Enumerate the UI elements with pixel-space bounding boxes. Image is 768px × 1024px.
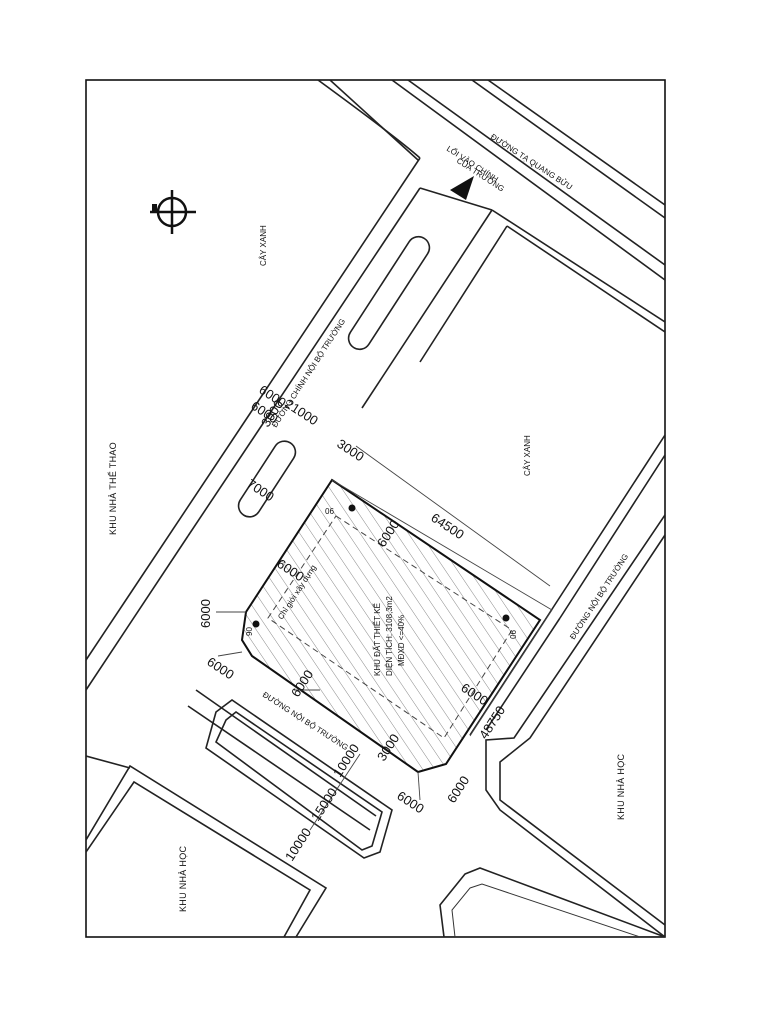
dim-6000-d: 6000 [198, 599, 213, 628]
block-khu-nha-hoc-right [485, 514, 665, 937]
label-khu-nha-the-thao: KHU NHÀ THỂ THAO [107, 442, 118, 535]
road-island-lower [237, 440, 297, 518]
label-site-2: DIỆN TÍCH: 3108,3m2 [385, 596, 394, 676]
dim-64500: 64500 [428, 510, 466, 542]
north-arrow-icon [150, 190, 196, 234]
block-bottom-right [439, 867, 665, 937]
dim-7000: 7000 [244, 476, 276, 504]
dim-3000-b: 3000 [334, 436, 366, 464]
label-khu-nha-hoc-right: KHU NHÀ HỌC [616, 753, 626, 820]
dim-10000-b: 10000 [282, 825, 314, 863]
angle-90-left: 90 [245, 627, 254, 636]
road-island-upper [347, 235, 431, 351]
corner-dot-left [252, 620, 260, 628]
road-internal-right [361, 209, 665, 736]
label-khu-nha-hoc-left: KHU NHÀ HỌC [178, 845, 188, 912]
dim-10000-a: 10000 [330, 741, 362, 779]
corner-dot-right [502, 614, 510, 622]
label-duong-noi-bo-right: ĐƯỜNG NỘI BỘ TRƯỜNG [568, 552, 630, 641]
dim-6000-i: 6000 [444, 773, 472, 805]
build-line [267, 515, 513, 739]
corner-dot-top [348, 504, 356, 512]
dim-21000: 21000 [282, 396, 320, 428]
block-khu-nha-hoc-left [86, 764, 328, 937]
angle-90-top: 90 [325, 506, 334, 515]
label-cay-xanh-right: CÂY XANH [523, 435, 532, 476]
site-parcel [240, 478, 542, 774]
drawing-frame [85, 79, 666, 938]
road-ta-quang-buu [391, 80, 665, 281]
dim-6000-e: 6000 [204, 654, 236, 682]
dim-6000-h: 6000 [394, 788, 426, 816]
label-site-1: KHU ĐẤT THIẾT KẾ [372, 603, 382, 676]
angle-90-right: 90 [508, 630, 517, 639]
label-cay-xanh-top: CÂY XANH [259, 225, 268, 266]
dimension-lines [216, 445, 553, 831]
label-site-3: MĐXD <=40% [397, 615, 406, 666]
road-internal-left [86, 689, 393, 859]
entrance-triangle-icon [450, 176, 474, 200]
road-main-internal [86, 80, 493, 691]
